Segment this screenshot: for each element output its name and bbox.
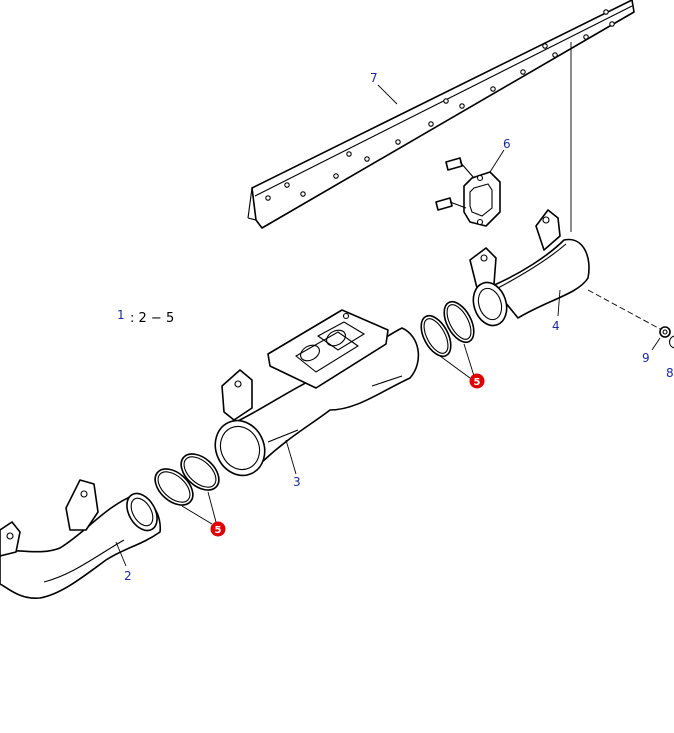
label-part-3: 3 <box>293 475 301 489</box>
nut-part-9 <box>659 326 671 338</box>
assembly-range-note: : 2 − 5 <box>130 311 174 326</box>
clip-part-8 <box>668 335 674 349</box>
heat-shield-holes <box>265 9 615 201</box>
heat-shield-plate <box>247 0 635 229</box>
badge-part-5-upper: 5 <box>469 373 485 389</box>
seal-rings-upper <box>420 300 475 358</box>
exhaust-pipe-left <box>0 479 161 599</box>
label-part-7: 7 <box>370 71 378 85</box>
badge-part-5-lower: 5 <box>210 521 226 537</box>
label-part-5-upper: 5 <box>474 377 481 388</box>
exhaust-pipe-center <box>214 309 420 477</box>
label-part-4: 4 <box>552 319 560 333</box>
label-part-8: 8 <box>666 366 674 380</box>
label-part-5-lower: 5 <box>215 525 222 536</box>
label-part-1: 1 <box>117 308 125 322</box>
seal-rings-lower <box>154 453 220 506</box>
label-part-2: 2 <box>124 569 132 583</box>
exhaust-pipe-right <box>469 209 590 327</box>
gasket-and-studs <box>435 157 501 227</box>
label-part-6: 6 <box>503 137 511 151</box>
label-part-9: 9 <box>642 351 650 365</box>
